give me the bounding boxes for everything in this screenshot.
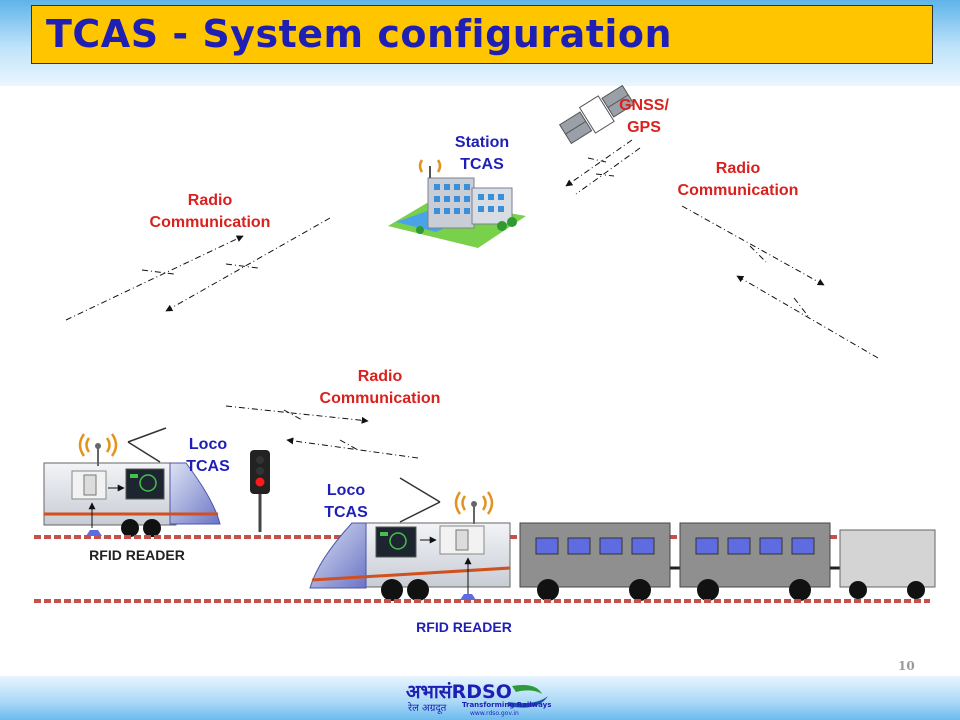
radio-communication-middle-label: Radio Communication xyxy=(319,368,441,407)
server-icon xyxy=(439,525,485,555)
gnss-label: GNSS/ GPS xyxy=(619,97,669,136)
station-building-icon xyxy=(388,159,526,248)
radio-link-right xyxy=(681,205,879,359)
slide-title: TCAS - System configuration xyxy=(46,12,673,56)
radio-link-left xyxy=(65,217,331,321)
antenna-icon xyxy=(454,491,494,524)
display-unit-icon xyxy=(125,468,165,500)
logo-swoosh-icon xyxy=(508,685,548,708)
logo-hindi-tagline: रेल अग्रदूत xyxy=(408,703,447,714)
server-icon xyxy=(71,470,107,500)
rfid-reader-right-label: RFID READER xyxy=(416,619,512,635)
logo-mark: अभासंRDSO xyxy=(406,681,512,703)
rfid-reader-left-label: RFID READER xyxy=(89,547,185,563)
loco-tcas-left-label: Loco TCAS xyxy=(186,436,230,475)
logo-url: www.rdso.gov.in xyxy=(470,710,519,717)
radio-link-middle xyxy=(225,405,419,459)
antenna-icon xyxy=(78,433,118,466)
title-box: TCAS - System configuration xyxy=(31,5,933,64)
coach-1 xyxy=(519,522,671,601)
station-tcas-label: Station TCAS xyxy=(454,134,510,173)
radio-communication-right-label: Radio Communication xyxy=(677,160,799,199)
gnss-link xyxy=(565,139,641,195)
radio-communication-left-label: Radio Communication xyxy=(149,192,271,231)
page-number: 10 xyxy=(898,659,915,673)
logo-tagline: Transforming Railways xyxy=(462,701,552,709)
coach-3 xyxy=(839,529,936,599)
rdso-logo: अभासंRDSO रेल अग्रदूत Transforming Railw… xyxy=(404,680,564,718)
satellite-icon xyxy=(558,84,635,145)
footer-band xyxy=(0,676,960,720)
signal-post-icon xyxy=(250,450,270,532)
display-unit-icon xyxy=(375,526,417,558)
loco-tcas-right-label: Loco TCAS xyxy=(324,482,368,521)
coach-2 xyxy=(679,522,831,601)
